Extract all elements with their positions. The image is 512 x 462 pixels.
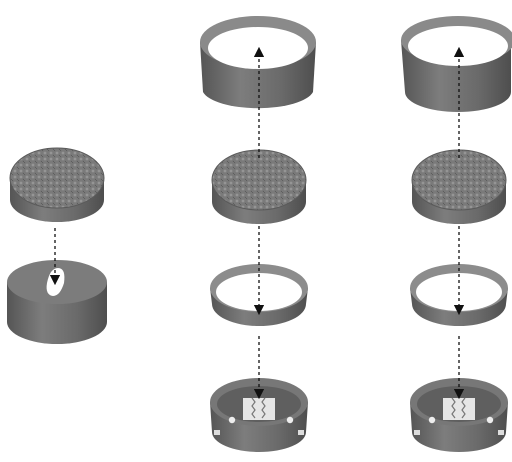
middle-spring-housing	[210, 378, 308, 452]
middle-textured-cap	[211, 149, 307, 224]
right-textured-cap	[411, 149, 507, 224]
right-spring-housing	[410, 378, 508, 452]
middle-outer-sleeve	[200, 16, 316, 109]
right-outer-sleeve	[401, 16, 512, 112]
left-base-with-hole	[7, 260, 107, 344]
left-textured-cap	[9, 147, 105, 222]
